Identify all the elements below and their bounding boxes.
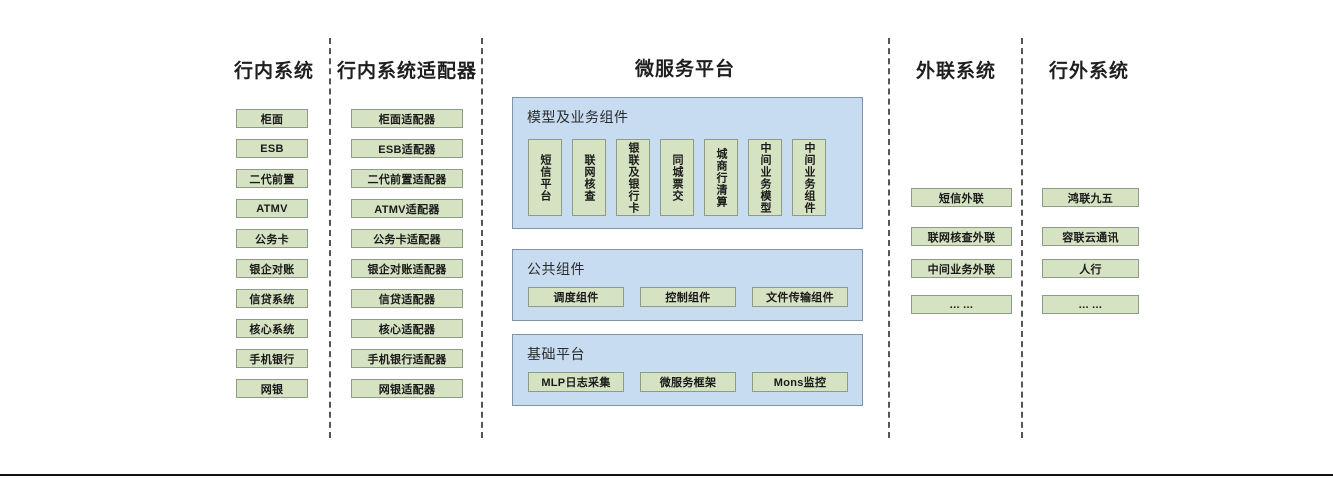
node-in-bank-system-1[interactable]: 柜面 bbox=[236, 109, 308, 128]
node-out-of-bank-1[interactable]: 鸿联九五 bbox=[1042, 188, 1139, 207]
panel-title-base-platform: 基础平台 bbox=[527, 346, 585, 362]
node-public-component-1[interactable]: 调度组件 bbox=[528, 287, 624, 307]
column-title-in-bank-adapters: 行内系统适配器 bbox=[336, 61, 477, 82]
node-external-liaison-3[interactable]: 中间业务外联 bbox=[911, 259, 1012, 278]
node-model-component-4[interactable]: 同城票交 bbox=[660, 139, 694, 216]
column-title-in-bank-systems: 行内系统 bbox=[233, 61, 314, 82]
column-divider-1 bbox=[329, 38, 331, 438]
node-in-bank-adapter-4[interactable]: ATMV适配器 bbox=[351, 199, 463, 218]
column-title-external-liaison-systems: 外联系统 bbox=[915, 61, 996, 82]
node-in-bank-system-8[interactable]: 核心系统 bbox=[236, 319, 308, 338]
panel-public-components: 公共组件 bbox=[512, 249, 863, 321]
node-in-bank-adapter-6[interactable]: 银企对账适配器 bbox=[351, 259, 463, 278]
node-in-bank-adapter-3[interactable]: 二代前置适配器 bbox=[351, 169, 463, 188]
node-base-platform-3[interactable]: Mons监控 bbox=[752, 372, 848, 392]
node-in-bank-adapter-7[interactable]: 信贷适配器 bbox=[351, 289, 463, 308]
node-in-bank-system-9[interactable]: 手机银行 bbox=[236, 349, 308, 368]
node-public-component-2[interactable]: 控制组件 bbox=[640, 287, 736, 307]
node-in-bank-adapter-2[interactable]: ESB适配器 bbox=[351, 139, 463, 158]
node-out-of-bank-4[interactable]: ... ... bbox=[1042, 295, 1139, 314]
node-in-bank-system-5[interactable]: 公务卡 bbox=[236, 229, 308, 248]
node-out-of-bank-2[interactable]: 容联云通讯 bbox=[1042, 227, 1139, 246]
node-model-component-6[interactable]: 中间业务模型 bbox=[748, 139, 782, 216]
node-base-platform-2[interactable]: 微服务框架 bbox=[640, 372, 736, 392]
panel-base-platform: 基础平台 bbox=[512, 334, 863, 406]
node-model-component-7[interactable]: 中间业务组件 bbox=[792, 139, 826, 216]
panel-title-model-business-components: 模型及业务组件 bbox=[527, 109, 629, 125]
node-in-bank-system-6[interactable]: 银企对账 bbox=[236, 259, 308, 278]
panel-title-public-components: 公共组件 bbox=[527, 261, 585, 277]
node-in-bank-adapter-1[interactable]: 柜面适配器 bbox=[351, 109, 463, 128]
node-model-component-2[interactable]: 联网核查 bbox=[572, 139, 606, 216]
node-base-platform-1[interactable]: MLP日志采集 bbox=[528, 372, 624, 392]
bottom-divider bbox=[0, 474, 1333, 476]
column-divider-3 bbox=[888, 38, 890, 438]
node-in-bank-system-3[interactable]: 二代前置 bbox=[236, 169, 308, 188]
node-in-bank-adapter-10[interactable]: 网银适配器 bbox=[351, 379, 463, 398]
node-in-bank-system-2[interactable]: ESB bbox=[236, 139, 308, 158]
node-in-bank-system-4[interactable]: ATMV bbox=[236, 199, 308, 218]
node-external-liaison-1[interactable]: 短信外联 bbox=[911, 188, 1012, 207]
column-divider-2 bbox=[481, 38, 483, 438]
node-model-component-1[interactable]: 短信平台 bbox=[528, 139, 562, 216]
column-title-microservice-platform: 微服务平台 bbox=[634, 59, 735, 80]
node-external-liaison-4[interactable]: ... ... bbox=[911, 295, 1012, 314]
node-in-bank-system-10[interactable]: 网银 bbox=[236, 379, 308, 398]
column-title-out-of-bank-systems: 行外系统 bbox=[1048, 61, 1129, 82]
node-in-bank-system-7[interactable]: 信贷系统 bbox=[236, 289, 308, 308]
node-in-bank-adapter-9[interactable]: 手机银行适配器 bbox=[351, 349, 463, 368]
column-divider-4 bbox=[1021, 38, 1023, 438]
node-model-component-3[interactable]: 银联及银行卡 bbox=[616, 139, 650, 216]
node-public-component-3[interactable]: 文件传输组件 bbox=[752, 287, 848, 307]
node-external-liaison-2[interactable]: 联网核查外联 bbox=[911, 227, 1012, 246]
node-in-bank-adapter-5[interactable]: 公务卡适配器 bbox=[351, 229, 463, 248]
node-in-bank-adapter-8[interactable]: 核心适配器 bbox=[351, 319, 463, 338]
node-model-component-5[interactable]: 城商行清算 bbox=[704, 139, 738, 216]
node-out-of-bank-3[interactable]: 人行 bbox=[1042, 259, 1139, 278]
